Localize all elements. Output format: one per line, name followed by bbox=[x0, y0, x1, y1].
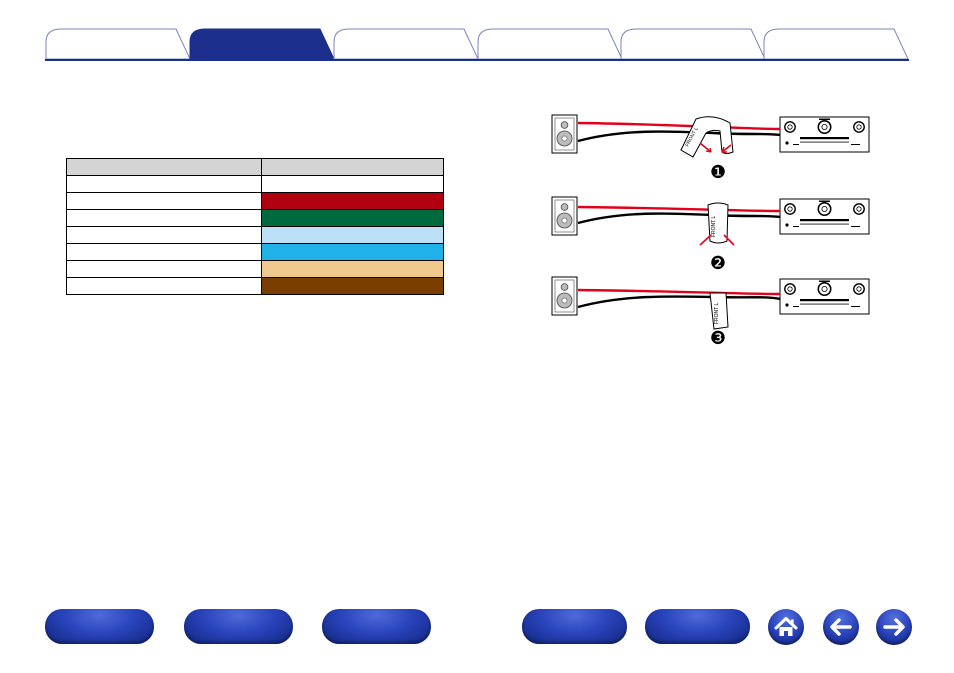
table-row bbox=[66, 277, 444, 295]
tab-3-label bbox=[333, 28, 479, 59]
tab-underline bbox=[45, 59, 909, 61]
tab-4-shape bbox=[477, 28, 623, 59]
nav-button-5[interactable] bbox=[645, 609, 750, 644]
nav-button-4[interactable] bbox=[522, 609, 627, 644]
color-swatch-cell bbox=[261, 192, 444, 210]
step-number-3: ❸ bbox=[710, 328, 726, 349]
tab-5-label bbox=[620, 28, 766, 59]
red-wire bbox=[577, 288, 781, 296]
diagram-step-2: FRONT L ❷ bbox=[551, 196, 870, 274]
back-button[interactable] bbox=[823, 609, 859, 645]
tab-6-label bbox=[763, 28, 909, 59]
tab-4-label bbox=[477, 28, 623, 59]
table-row bbox=[66, 175, 444, 193]
tab-4[interactable] bbox=[477, 28, 623, 59]
back-arrow-icon bbox=[830, 618, 852, 636]
home-icon bbox=[774, 617, 798, 636]
tag-text: FRONT L bbox=[711, 215, 717, 237]
color-swatch-cell bbox=[261, 243, 444, 261]
forward-button[interactable] bbox=[876, 609, 912, 645]
black-wire bbox=[577, 295, 781, 309]
table-row bbox=[66, 192, 444, 210]
color-swatch-cell bbox=[261, 277, 444, 295]
table-header-row bbox=[66, 158, 444, 176]
color-swatch-cell bbox=[261, 260, 444, 278]
table-row bbox=[66, 260, 444, 278]
tab-6-shape bbox=[763, 28, 909, 59]
home-button[interactable] bbox=[768, 609, 804, 645]
speaker-channel-cell bbox=[66, 192, 262, 210]
red-wire bbox=[577, 205, 781, 213]
red-wire bbox=[577, 121, 781, 131]
tab-2-shape bbox=[189, 28, 335, 59]
nav-button-2[interactable] bbox=[184, 609, 293, 644]
step-number-1: ❶ bbox=[710, 162, 726, 183]
color-swatch-cell bbox=[261, 175, 444, 193]
tab-1-label bbox=[45, 28, 191, 59]
speaker-channel-cell bbox=[66, 209, 262, 227]
table-body bbox=[66, 175, 444, 295]
black-wire bbox=[577, 212, 781, 225]
speaker-channel-cell bbox=[66, 260, 262, 278]
tab-2-label bbox=[189, 28, 335, 59]
diagram-step-3: FRONT L ❸ bbox=[551, 276, 870, 349]
top-tab-bar bbox=[0, 0, 954, 64]
table-row bbox=[66, 243, 444, 261]
cable-label-tag bbox=[680, 116, 734, 158]
step-number-2: ❷ bbox=[710, 253, 726, 274]
speaker-channel-cell bbox=[66, 175, 262, 193]
speaker-channel-cell bbox=[66, 243, 262, 261]
nav-button-1[interactable] bbox=[45, 609, 154, 644]
tab-1-shape bbox=[45, 28, 191, 59]
tab-3[interactable] bbox=[333, 28, 479, 59]
tab-5-shape bbox=[620, 28, 766, 59]
cable-label-tag bbox=[709, 292, 729, 330]
forward-arrow-icon bbox=[883, 618, 905, 636]
table-header-cell bbox=[261, 158, 444, 176]
diagram-step-1: FRONT L ❶ bbox=[551, 114, 870, 183]
black-wire bbox=[577, 130, 781, 143]
table-row bbox=[66, 226, 444, 244]
color-swatch-cell bbox=[261, 209, 444, 227]
tab-3-shape bbox=[333, 28, 479, 59]
tab-2[interactable] bbox=[189, 28, 335, 59]
tab-5[interactable] bbox=[620, 28, 766, 59]
speaker-color-table bbox=[66, 158, 444, 295]
table-header-cell bbox=[66, 158, 262, 176]
table-row bbox=[66, 209, 444, 227]
cable-label-tag bbox=[707, 202, 729, 244]
speaker-channel-cell bbox=[66, 226, 262, 244]
color-swatch-cell bbox=[261, 226, 444, 244]
tab-1[interactable] bbox=[45, 28, 191, 59]
speaker-channel-cell bbox=[66, 277, 262, 295]
tag-text: FRONT L bbox=[714, 302, 720, 324]
speaker-cable-labeling-diagram: FRONT L ❶ FRONT L ❷ FRONT L ❸ bbox=[551, 114, 870, 349]
nav-button-3[interactable] bbox=[322, 609, 431, 644]
tab-6[interactable] bbox=[763, 28, 909, 59]
